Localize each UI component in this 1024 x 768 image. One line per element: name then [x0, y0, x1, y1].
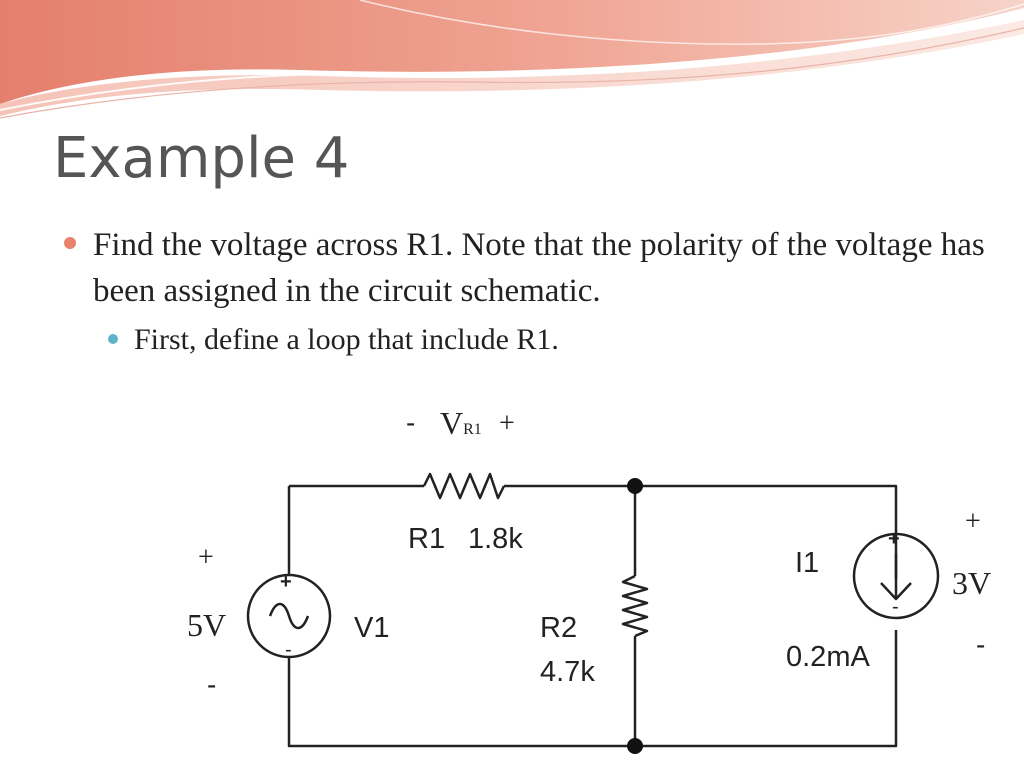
v1-minus: -: [285, 639, 292, 661]
right-minus: -: [976, 629, 985, 660]
node-dot: [627, 478, 643, 494]
circuit-schematic: - VR1 + R1 1.8k R2 4.7k V1 + - + 5V - I1…: [184, 400, 1024, 768]
r1-value: 1.8k: [468, 523, 523, 555]
bullet-item: Find the voltage across R1. Note that th…: [62, 222, 992, 314]
right-value: 3V: [952, 565, 991, 601]
voltage-source-v1: [246, 573, 332, 659]
i1-value: 0.2mA: [786, 641, 870, 673]
r2-name: R2: [540, 612, 577, 644]
source-v-plus: +: [198, 542, 214, 573]
right-plus: +: [965, 506, 981, 537]
v1-name: V1: [354, 612, 389, 644]
slide-title: Example 4: [53, 126, 350, 191]
arrow-down-icon: [880, 554, 912, 601]
sub-bullet-text: First, define a loop that include R1.: [134, 323, 559, 356]
source-v-value: 5V: [187, 607, 226, 643]
ac-wave-icon: [268, 602, 310, 630]
bullet-text: Find the voltage across R1. Note that th…: [93, 227, 985, 309]
wire: [287, 630, 898, 748]
node-dot: [627, 738, 643, 754]
resistor-r2: [621, 574, 649, 638]
bullet-dot-icon: [64, 237, 76, 249]
resistor-r1: [422, 472, 506, 500]
sub-bullet-item: First, define a loop that include R1.: [62, 320, 992, 360]
bullet-list: Find the voltage across R1. Note that th…: [62, 222, 992, 360]
vr1-minus: -: [406, 407, 415, 438]
i1-plus: +: [888, 528, 900, 550]
v1-plus: +: [280, 571, 292, 593]
bullet-dot-icon: [108, 334, 118, 344]
source-v-minus: -: [207, 669, 216, 700]
vr1-label: VR1: [440, 405, 482, 441]
r2-value: 4.7k: [540, 656, 595, 688]
current-source-i1: [852, 532, 940, 620]
r1-name: R1: [408, 523, 445, 555]
i1-name: I1: [795, 547, 819, 579]
vr1-plus: +: [499, 408, 515, 439]
header-banner: [0, 0, 1024, 119]
i1-minus: -: [892, 596, 899, 618]
